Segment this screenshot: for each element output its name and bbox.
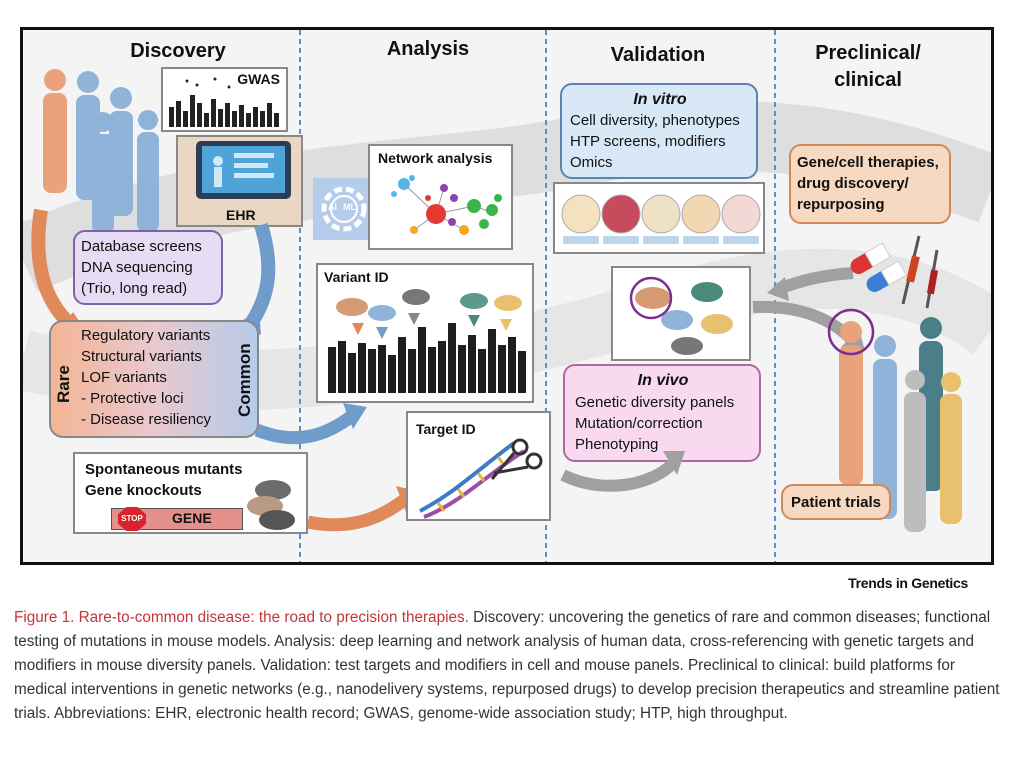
therapies-item: drug discovery/: [797, 175, 909, 192]
gwas-label: GWAS: [235, 71, 282, 87]
in-vivo-item: Phenotyping: [575, 436, 659, 453]
rare-label: Rare: [54, 365, 73, 403]
patient-trials-box: Patient trials: [781, 484, 891, 520]
in-vivo-list: Genetic diversity panels Mutation/correc…: [575, 392, 761, 455]
variants-item: Structural variants: [81, 348, 202, 365]
cell-dishes-panel: [553, 182, 765, 254]
in-vivo-box: In vivo Genetic diversity panels Mutatio…: [563, 364, 761, 462]
ehr-label: EHR: [226, 207, 256, 223]
variant-id-label: Variant ID: [324, 269, 389, 285]
variants-to-analysis-arrow: [255, 403, 367, 445]
caption-body: Discovery: uncovering the genetics of ra…: [14, 609, 1000, 722]
database-screens-item: DNA sequencing: [81, 259, 193, 276]
cell-dishes-icon: [561, 194, 761, 244]
in-vitro-list: Cell diversity, phenotypes HTP screens, …: [570, 110, 758, 173]
mutants-item: Spontaneous mutants: [85, 461, 243, 478]
in-vitro-item: Cell diversity, phenotypes: [570, 112, 740, 129]
variants-item: - Disease resiliency: [81, 411, 212, 428]
variants-item: Regulatory variants: [81, 327, 211, 344]
figure-panel: Discovery Analysis Validation Preclinica…: [20, 27, 994, 565]
tablet-icon: [196, 141, 291, 199]
gene-label: GENE: [172, 510, 212, 526]
therapies-item: repurposing: [797, 196, 885, 213]
gwas-panel: GWAS: [161, 67, 288, 132]
variant-manhattan-plot: [328, 289, 526, 393]
in-vivo-title: In vivo: [637, 372, 689, 389]
database-screens-item: Database screens: [81, 238, 202, 255]
gene-bar: STOP GENE: [111, 507, 243, 531]
mouse-panel: [611, 266, 751, 361]
column-title-preclinical-line1: Preclinical/: [815, 42, 921, 64]
variants-box: Rare Common Regulatory variants Structur…: [49, 320, 259, 438]
dna-scissors-icon: [419, 438, 543, 519]
target-id-label: Target ID: [416, 421, 476, 437]
variant-id-panel: Variant ID: [316, 263, 534, 403]
mutants-list: Spontaneous mutants Gene knockouts: [85, 459, 255, 501]
source-label: Trends in Genetics: [848, 575, 968, 591]
ml-label: ML: [343, 202, 356, 212]
figure-caption: Figure 1. Rare-to-common disease: the ro…: [14, 606, 1002, 726]
ehr-panel: EHR: [176, 135, 303, 227]
database-screens-list: Database screens DNA sequencing (Trio, l…: [81, 236, 223, 299]
mouse-diversity-icon: [629, 276, 733, 355]
ai-label: AI: [328, 202, 337, 212]
database-screens-box: Database screens DNA sequencing (Trio, l…: [73, 230, 223, 305]
caption-title: Figure 1. Rare-to-common disease: the ro…: [14, 609, 469, 626]
column-title-preclinical: Preclinical/ clinical: [798, 42, 938, 92]
variants-list: Regulatory variants Structural variants …: [81, 325, 241, 430]
network-analysis-label: Network analysis: [378, 150, 493, 166]
population-people-icon: [43, 69, 159, 234]
in-vitro-item: Omics: [570, 154, 613, 171]
column-title-preclinical-line2: clinical: [834, 69, 902, 91]
in-vivo-item: Genetic diversity panels: [575, 394, 735, 411]
in-vitro-box: In vitro Cell diversity, phenotypes HTP …: [560, 83, 758, 179]
target-id-panel: Target ID: [406, 411, 551, 521]
variants-item: LOF variants: [81, 369, 167, 386]
mutants-item: Gene knockouts: [85, 482, 202, 499]
in-vitro-title: In vitro: [633, 91, 687, 108]
stop-sign-icon: STOP: [118, 507, 146, 531]
in-vivo-item: Mutation/correction: [575, 415, 703, 432]
column-title-validation: Validation: [610, 44, 706, 66]
drugs-icon: [850, 235, 939, 309]
gwas-manhattan-plot: [169, 77, 279, 127]
therapies-box: Gene/cell therapies, drug discovery/ rep…: [789, 144, 951, 224]
database-screens-item: (Trio, long read): [81, 280, 188, 297]
patients-icon: [827, 308, 962, 532]
patient-trials-label: Patient trials: [790, 494, 882, 511]
network-analysis-panel: Network analysis: [368, 144, 513, 250]
therapies-list: Gene/cell therapies, drug discovery/ rep…: [797, 152, 953, 215]
column-title-discovery: Discovery: [130, 40, 226, 62]
mice-icon: [247, 480, 295, 530]
ai-ml-gear-icon: [313, 178, 375, 240]
network-graph-icon: [391, 175, 502, 235]
in-vitro-item: HTP screens, modifiers: [570, 133, 726, 150]
mutants-box: Spontaneous mutants Gene knockouts STOP …: [73, 452, 308, 534]
therapies-item: Gene/cell therapies,: [797, 154, 939, 171]
variants-item: - Protective loci: [81, 390, 184, 407]
column-title-analysis: Analysis: [386, 38, 470, 60]
